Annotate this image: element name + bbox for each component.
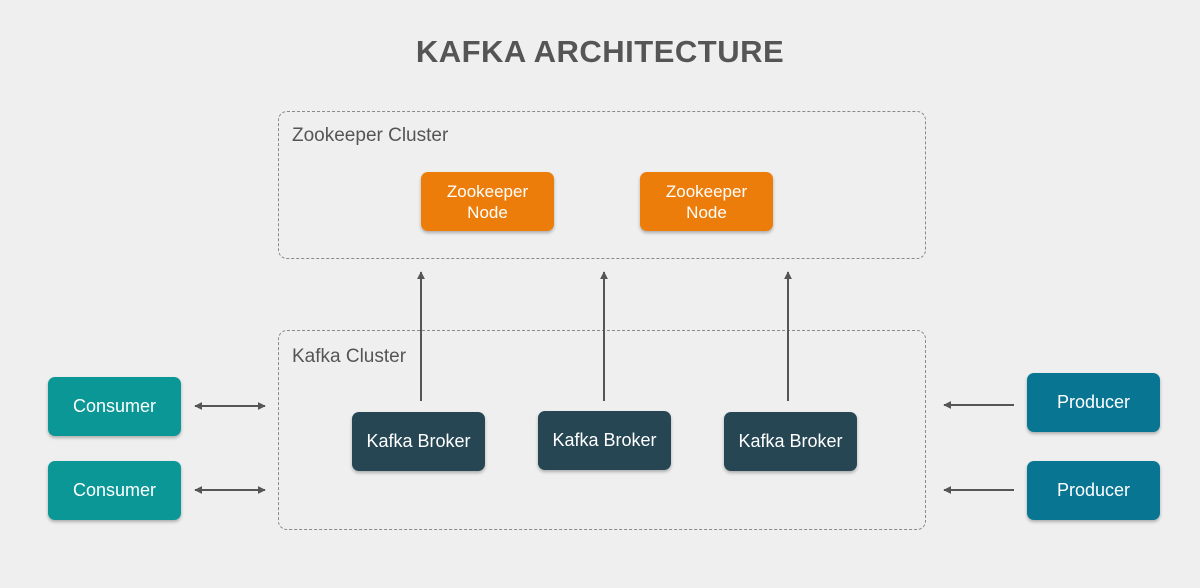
kafka-broker-label: Kafka Broker — [366, 431, 471, 451]
zookeeper-cluster-label: Zookeeper Cluster — [292, 125, 449, 146]
zookeeper-cluster: Zookeeper Cluster — [278, 111, 926, 259]
zookeeper-node-label: Zookeeper Node — [446, 181, 529, 222]
consumer[interactable]: Consumer — [48, 377, 181, 436]
kafka-broker-label: Kafka Broker — [552, 430, 657, 450]
consumer-label: Consumer — [72, 396, 157, 416]
zookeeper-node[interactable]: Zookeeper Node — [640, 172, 773, 231]
kafka-broker[interactable]: Kafka Broker — [352, 412, 485, 471]
zookeeper-node[interactable]: Zookeeper Node — [421, 172, 554, 231]
producer-label: Producer — [1056, 480, 1131, 500]
kafka-broker-label: Kafka Broker — [738, 431, 843, 451]
consumer[interactable]: Consumer — [48, 461, 181, 520]
producer[interactable]: Producer — [1027, 461, 1160, 520]
zookeeper-node-label: Zookeeper Node — [665, 181, 748, 222]
consumer-label: Consumer — [72, 480, 157, 500]
producer-label: Producer — [1056, 392, 1131, 412]
kafka-cluster: Kafka Cluster — [278, 330, 926, 530]
producer[interactable]: Producer — [1027, 373, 1160, 432]
kafka-broker[interactable]: Kafka Broker — [724, 412, 857, 471]
diagram-title: KAFKA ARCHITECTURE — [415, 34, 785, 69]
kafka-broker[interactable]: Kafka Broker — [538, 411, 671, 470]
kafka-cluster-label: Kafka Cluster — [292, 346, 407, 367]
